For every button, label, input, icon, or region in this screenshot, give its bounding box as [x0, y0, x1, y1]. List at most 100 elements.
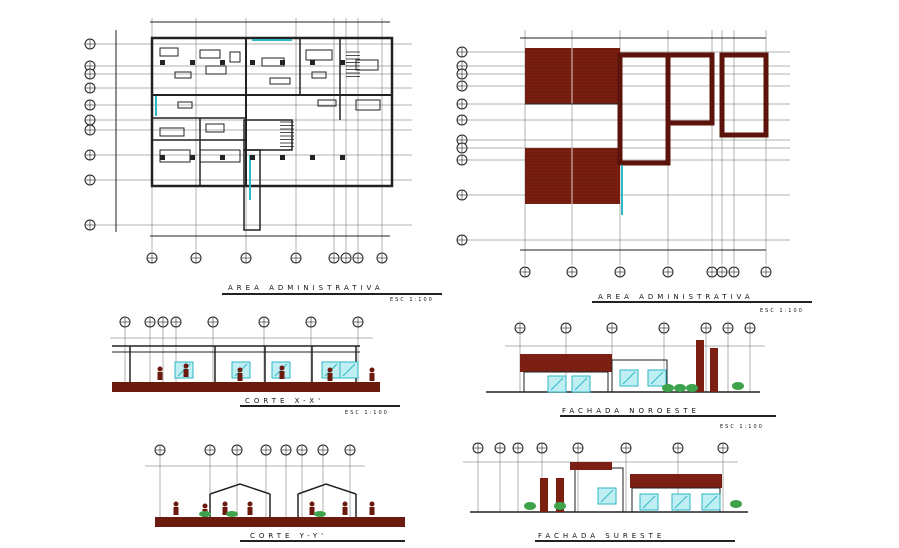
person-figure: [183, 369, 189, 377]
person-figure: [369, 507, 375, 515]
person-figure: [237, 373, 243, 381]
furniture-item: [205, 65, 227, 75]
person-figure: [222, 501, 228, 507]
roof-block-bottom: [525, 148, 620, 204]
person-figure: [173, 501, 179, 507]
furniture-item: [159, 127, 185, 137]
plan-left-furniture: [159, 47, 381, 163]
person-figure: [247, 501, 253, 507]
person-figure: [183, 363, 189, 369]
plan-right-scale: ESC 1:100: [760, 308, 804, 314]
facade-ne-title: FACHADA NOROESTE: [562, 407, 700, 415]
chair: [190, 60, 195, 65]
section-xx-scale: ESC 1:100: [345, 410, 389, 416]
drawing-titles: AREA ADMINISTRATIVA ESC 1:100 AREA ADMIN…: [222, 284, 812, 542]
glass-reflection: [642, 495, 656, 509]
shrub: [199, 511, 211, 517]
furniture-item: [159, 47, 179, 57]
plan-left-gridlines: [84, 18, 412, 264]
person-figure: [327, 373, 333, 381]
glass-reflection: [550, 377, 564, 391]
person-figure: [222, 507, 228, 515]
glass-reflection: [574, 377, 588, 391]
person-figure: [279, 371, 285, 379]
roof-plan-right: [456, 30, 790, 278]
chair: [310, 60, 315, 65]
chair: [220, 155, 225, 160]
chair: [280, 155, 285, 160]
facade-northwest: [486, 322, 765, 393]
section-xx-title: CORTE X-X': [245, 397, 324, 405]
shrub: [732, 382, 744, 390]
facade-se-title: FACHADA SURESTE: [538, 532, 665, 540]
shrub: [686, 384, 698, 392]
person-figure: [369, 367, 375, 373]
floor-plan-left: [84, 18, 412, 264]
section-yy-title: CORTE Y-Y': [250, 532, 327, 540]
plan-right-roof: [525, 48, 769, 215]
section-y-y: [145, 444, 405, 527]
person-figure: [202, 503, 208, 509]
section-xx-axes: [110, 316, 373, 382]
glass-reflection: [704, 495, 718, 509]
glass-reflection: [600, 489, 614, 503]
furniture-item: [269, 77, 291, 85]
glass-reflection: [650, 371, 664, 385]
chair: [160, 155, 165, 160]
chair: [190, 155, 195, 160]
roof-block-top: [525, 48, 620, 104]
chair: [220, 60, 225, 65]
furniture-item: [311, 71, 327, 79]
shrub: [674, 384, 686, 392]
glass-reflection: [622, 371, 636, 385]
facade-se-axes: [463, 442, 738, 512]
plan-left-title: AREA ADMINISTRATIVA: [228, 284, 384, 292]
section-yy-figures: [173, 501, 375, 517]
furniture-item: [177, 101, 193, 109]
person-figure: [309, 507, 315, 515]
facade-ne-axes: [505, 322, 765, 392]
person-figure: [327, 367, 333, 373]
furniture-item: [199, 149, 241, 163]
furniture-item: [355, 59, 379, 71]
person-figure: [342, 507, 348, 515]
shrub: [524, 502, 536, 510]
person-figure: [342, 501, 348, 507]
furniture-item: [305, 49, 333, 61]
facade-ne-glazing: [547, 369, 667, 393]
plan-left-stairs: [280, 51, 360, 147]
furniture-item: [229, 51, 241, 63]
glass-reflection: [342, 363, 356, 377]
person-figure: [369, 501, 375, 507]
furniture-item: [205, 123, 225, 133]
facade-southeast: [463, 442, 748, 513]
section-xx-figures: [157, 363, 375, 381]
facade-se-glazing: [597, 487, 721, 511]
person-figure: [309, 501, 315, 507]
furniture-item: [174, 71, 192, 79]
shrub: [226, 511, 238, 517]
person-figure: [157, 372, 163, 380]
person-figure: [247, 507, 253, 515]
plan-left-scale: ESC 1:100: [390, 297, 434, 303]
section-yy-axes: [145, 444, 365, 517]
chair: [280, 60, 285, 65]
plan-right-title: AREA ADMINISTRATIVA: [598, 293, 754, 301]
chair: [340, 60, 345, 65]
chair: [310, 155, 315, 160]
chair: [250, 60, 255, 65]
roof-hatching: [525, 48, 620, 204]
section-x-x: [110, 316, 380, 392]
person-figure: [279, 365, 285, 371]
furniture-item: [199, 49, 221, 59]
glass-reflection: [674, 495, 688, 509]
facade-ne-shrubs: [662, 382, 744, 392]
chair: [340, 155, 345, 160]
facade-se-shrubs: [524, 500, 742, 510]
shrub: [554, 502, 566, 510]
shrub: [730, 500, 742, 508]
person-figure: [157, 366, 163, 372]
shrub: [662, 384, 674, 392]
